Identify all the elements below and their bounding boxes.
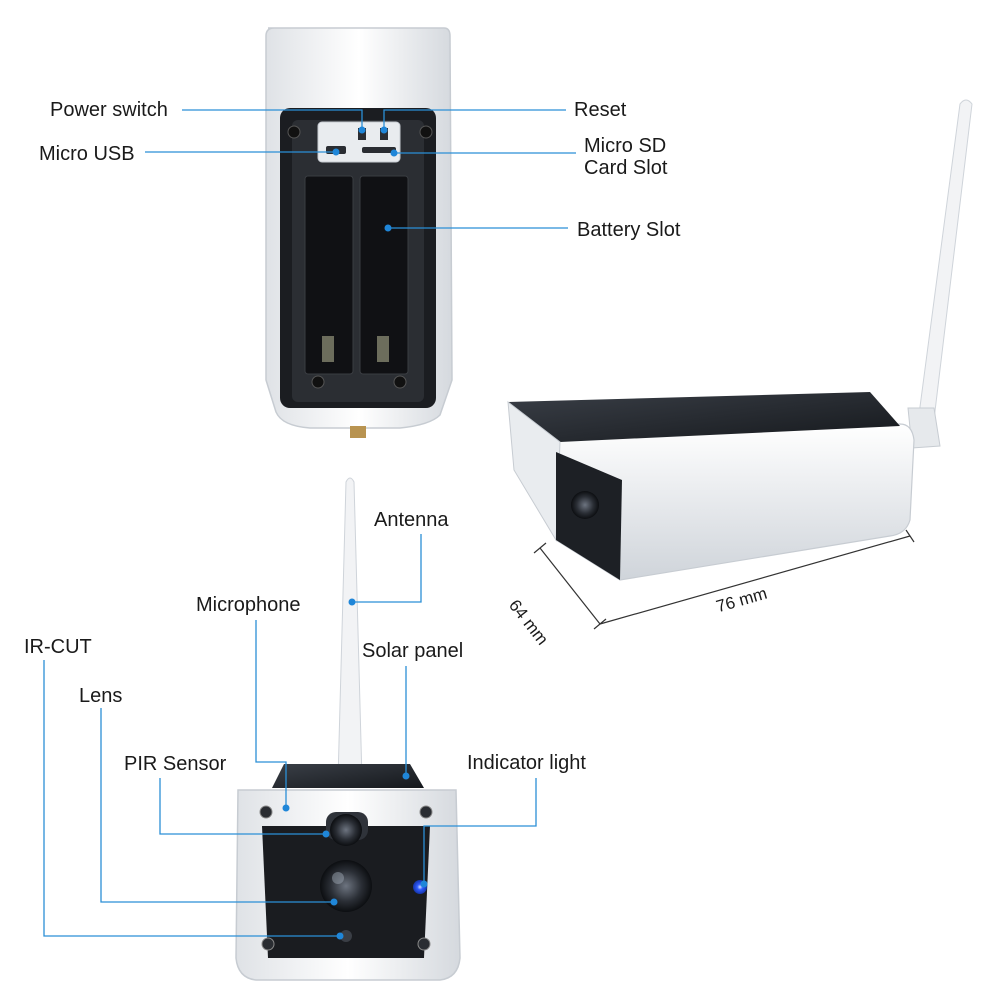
camera-side-view <box>507 99 973 581</box>
callouts-bottom <box>43 534 537 937</box>
label-solar-panel: Solar panel <box>362 640 464 662</box>
callout-dot <box>322 830 330 838</box>
front-antenna <box>337 477 363 781</box>
callout-line-lens <box>100 708 334 903</box>
callout-line-reset <box>383 109 566 128</box>
spring <box>377 336 389 362</box>
callout-dot <box>332 148 340 156</box>
power-switch <box>358 128 366 140</box>
label-battery-slot: Battery Slot <box>577 219 681 241</box>
label-micro-usb: Micro USB <box>39 143 135 165</box>
callouts-top <box>145 109 576 229</box>
label-lens: Lens <box>79 685 123 707</box>
callout-line-pir-sensor <box>159 778 326 835</box>
dimension-line-length <box>599 535 911 625</box>
callout-dot <box>282 804 290 812</box>
battery-holder-right <box>359 175 409 375</box>
side-antenna <box>917 99 973 438</box>
callout-dot <box>380 126 388 134</box>
callout-dots-bottom <box>282 598 428 940</box>
front-lens-highlight <box>332 872 344 884</box>
antenna-connector <box>350 426 366 438</box>
label-reset: Reset <box>574 99 627 121</box>
callout-dot <box>402 772 410 780</box>
label-microphone: Microphone <box>196 594 301 616</box>
pir-sensor <box>330 814 362 846</box>
callout-dot <box>330 898 338 906</box>
label-micro-sd-line1: Micro SD <box>584 135 667 157</box>
side-solar-panel <box>508 392 900 442</box>
callout-dots-top <box>332 126 398 232</box>
label-indicator-light: Indicator light <box>467 752 586 774</box>
screw <box>419 125 433 139</box>
front-lens <box>320 860 372 912</box>
label-pir-sensor: PIR Sensor <box>124 753 227 775</box>
screw <box>287 125 301 139</box>
label-ir-cut: IR-CUT <box>24 636 92 658</box>
dimension-line-depth <box>539 547 601 625</box>
callout-line-antenna <box>352 534 422 603</box>
micro-sd-slot <box>362 147 396 153</box>
callout-dot <box>336 932 344 940</box>
screw <box>259 805 273 819</box>
screw <box>261 937 275 951</box>
ir-cut-sensor <box>340 930 352 942</box>
camera-back-view <box>265 27 453 438</box>
screw <box>419 805 433 819</box>
screw <box>417 937 431 951</box>
callout-line-indicator-light <box>423 778 537 884</box>
dimension-lines <box>533 529 915 630</box>
side-lens <box>571 491 599 519</box>
screw <box>393 375 407 389</box>
front-top-panel <box>272 764 424 788</box>
screw <box>311 375 325 389</box>
callout-dot <box>384 224 392 232</box>
battery-holder-left <box>304 175 354 375</box>
callout-dot <box>390 149 398 157</box>
callout-dot <box>420 880 428 888</box>
callout-dot <box>348 598 356 606</box>
spring <box>322 336 334 362</box>
label-micro-sd-line2: Card Slot <box>584 157 668 179</box>
callout-line-microphone <box>255 620 287 808</box>
callout-line-power-switch <box>182 109 363 128</box>
label-power-switch: Power switch <box>50 99 168 121</box>
camera-front-view <box>235 477 461 981</box>
callout-dot <box>358 126 366 134</box>
label-antenna: Antenna <box>374 509 449 531</box>
callout-line-ir-cut <box>43 660 340 937</box>
reset-button <box>380 128 388 140</box>
